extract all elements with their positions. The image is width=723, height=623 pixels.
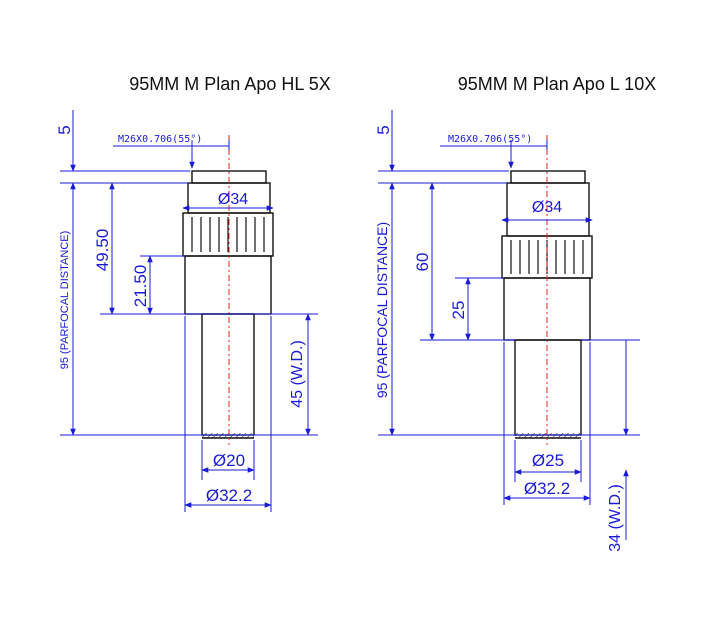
right-extension-lines xyxy=(378,140,640,505)
right-dim-25: 25 xyxy=(449,301,468,320)
right-dim-top: 5 xyxy=(374,125,393,134)
right-dia-body: Ø34 xyxy=(532,199,562,216)
left-body-outline xyxy=(182,170,274,439)
left-extension-lines xyxy=(60,140,318,512)
right-dia-outer: Ø32.2 xyxy=(524,479,570,498)
right-dia-tip: Ø25 xyxy=(532,451,564,470)
left-wd: 45 (W.D.) xyxy=(289,340,306,408)
left-dim-49: 49.50 xyxy=(93,229,112,272)
objective-left: 95MM M Plan Apo HL 5X xyxy=(55,74,331,512)
right-wd: 34 (W.D.) xyxy=(607,484,624,552)
left-parfocal: 95 (PARFOCAL DISTANCE) xyxy=(59,231,71,370)
right-dimension-lines xyxy=(389,110,629,540)
left-dimension-lines xyxy=(70,110,311,508)
left-dia-body: Ø34 xyxy=(218,191,248,208)
left-title: 95MM M Plan Apo HL 5X xyxy=(129,74,330,94)
left-thread-label: M26X0.706(55°) xyxy=(118,134,202,145)
right-title: 95MM M Plan Apo L 10X xyxy=(458,74,656,94)
right-dim-60: 60 xyxy=(413,253,432,272)
left-dia-tip: Ø20 xyxy=(213,451,245,470)
right-parfocal: 95 (PARFOCAL DISTANCE) xyxy=(374,222,390,398)
objective-right: 95MM M Plan Apo L 10X xyxy=(374,74,656,552)
left-dia-outer: Ø32.2 xyxy=(206,486,252,505)
right-thread-label: M26X0.706(55°) xyxy=(448,134,532,145)
left-dim-top: 5 xyxy=(55,125,74,134)
left-dim-21: 21.50 xyxy=(131,265,150,308)
